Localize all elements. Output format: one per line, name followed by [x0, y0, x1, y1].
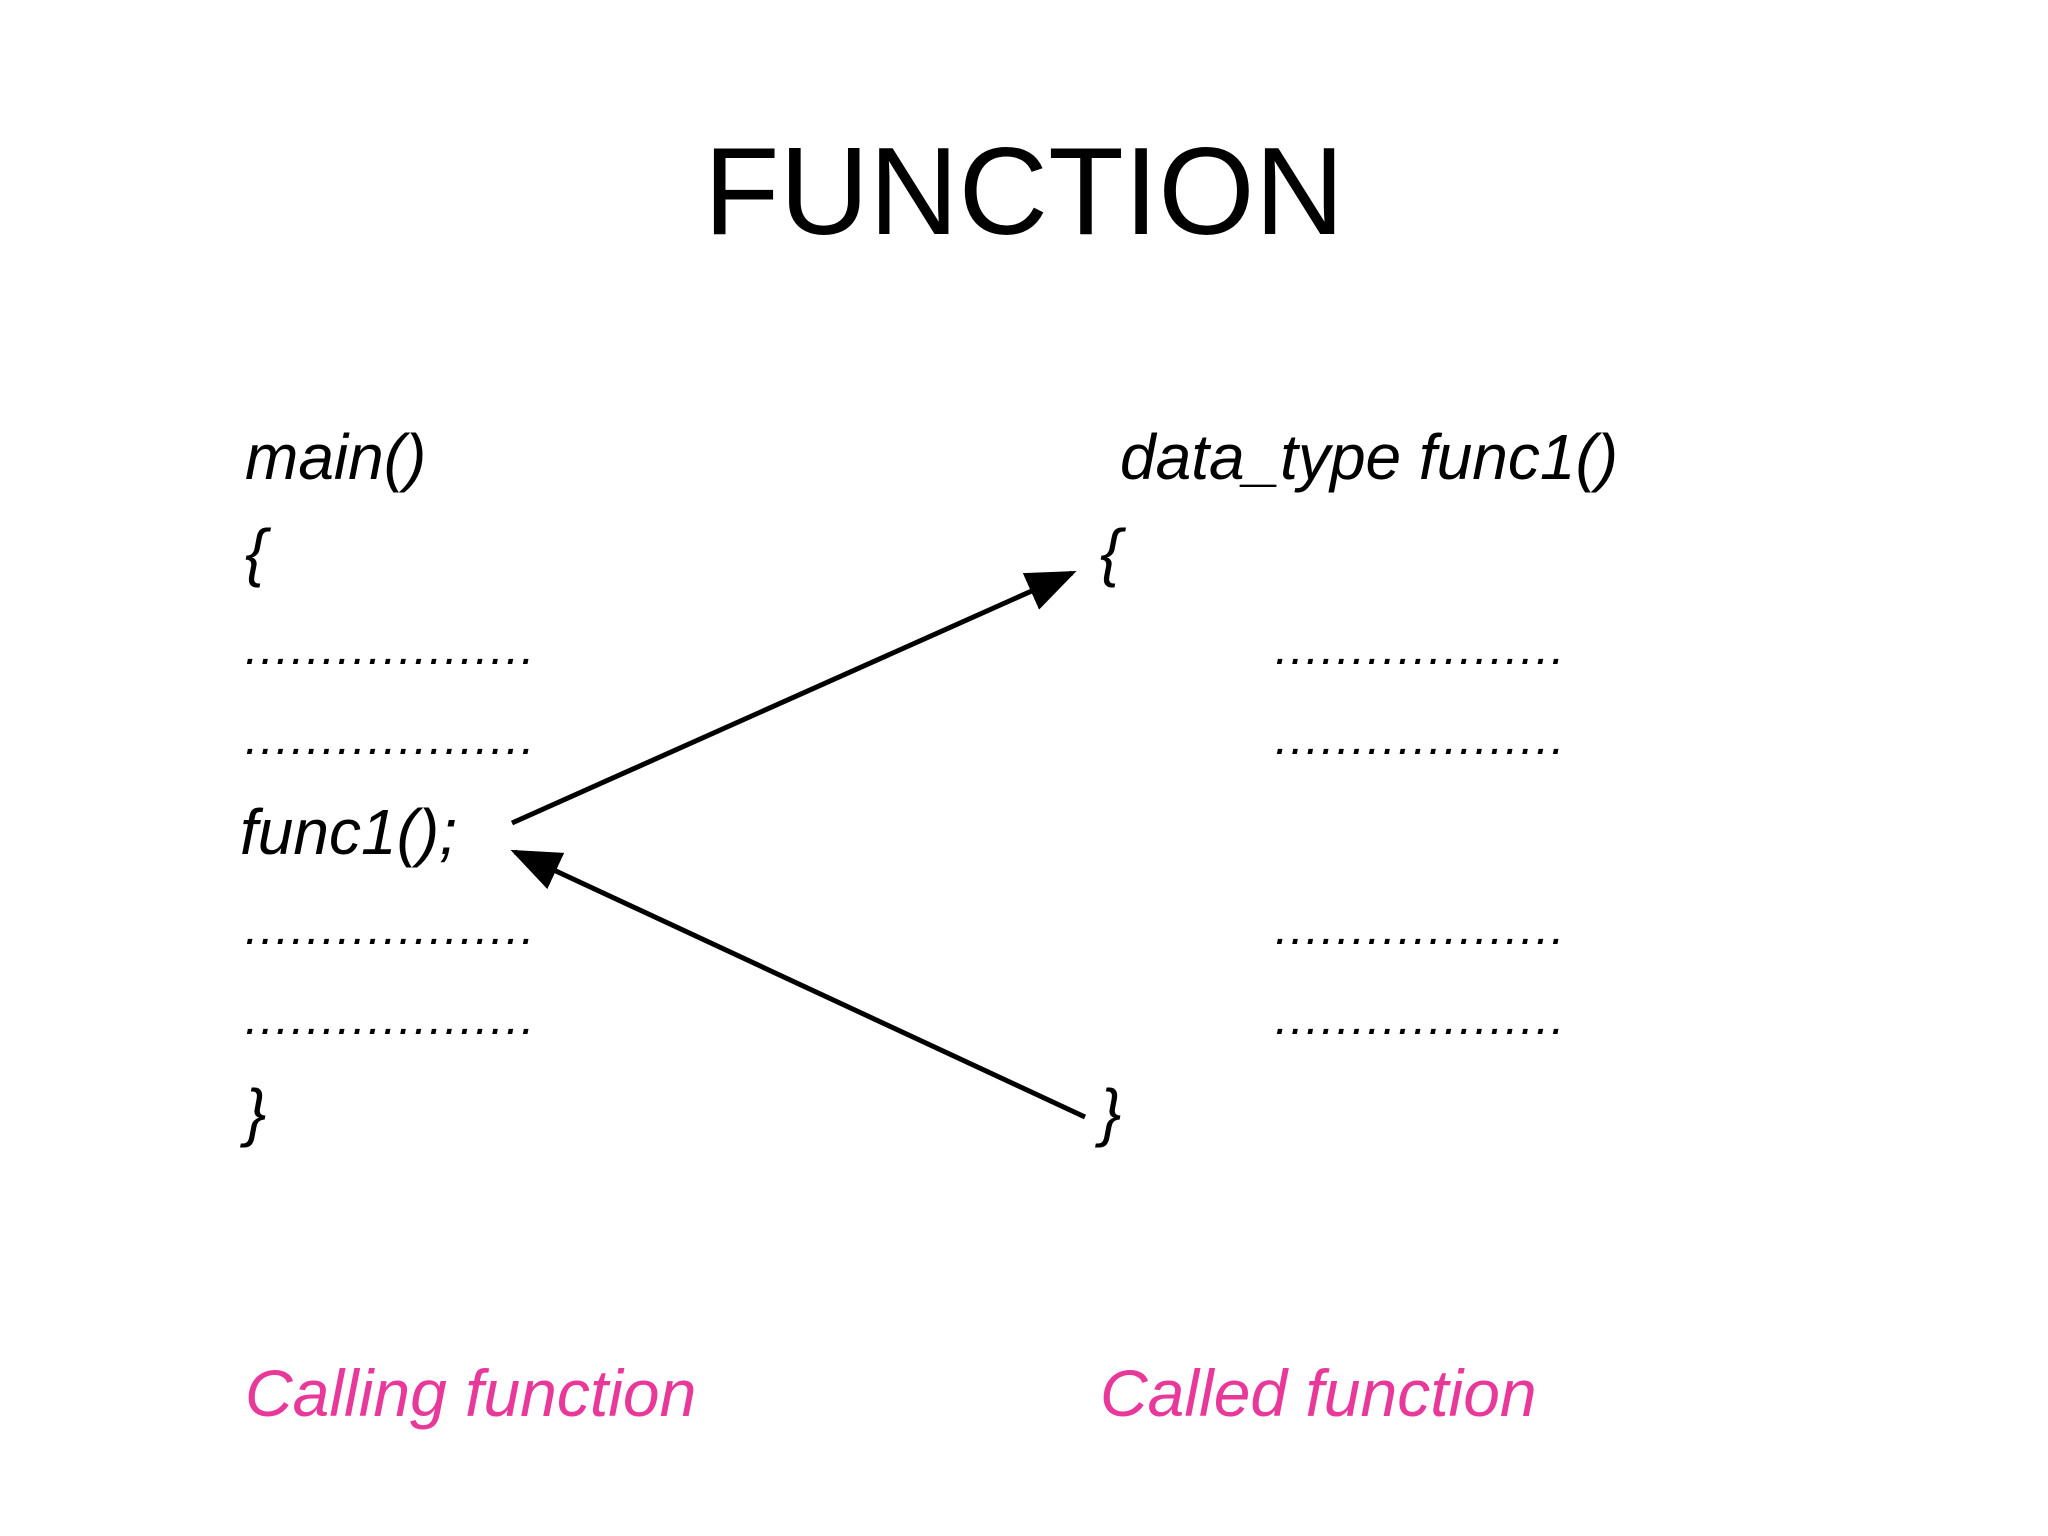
func1-open-brace: { [1100, 516, 1122, 588]
main-placeholder-line-3: ................... [245, 902, 537, 955]
calling-function-caption: Calling function [245, 1356, 697, 1430]
main-placeholder-line-2: ................... [245, 712, 537, 765]
called-function-caption: Called function [1100, 1356, 1537, 1430]
func1-placeholder-line-2: ................... [1275, 712, 1567, 765]
slide-title: FUNCTION [703, 123, 1345, 261]
return-arrow [510, 849, 1087, 1120]
main-placeholder-line-1: ................... [245, 622, 537, 675]
main-close-brace: } [245, 1076, 267, 1148]
main-header: main() [245, 421, 427, 493]
function-call: func1(); [240, 796, 457, 868]
func1-header: data_type func1() [1120, 421, 1619, 493]
func1-placeholder-line-1: ................... [1275, 622, 1567, 675]
func1-placeholder-line-3: ................... [1275, 902, 1567, 955]
func1-close-brace: } [1100, 1076, 1122, 1148]
main-open-brace: { [245, 516, 267, 588]
call-arrow [510, 570, 1077, 826]
func1-placeholder-line-4: ................... [1275, 992, 1567, 1045]
main-placeholder-line-4: ................... [245, 992, 537, 1045]
